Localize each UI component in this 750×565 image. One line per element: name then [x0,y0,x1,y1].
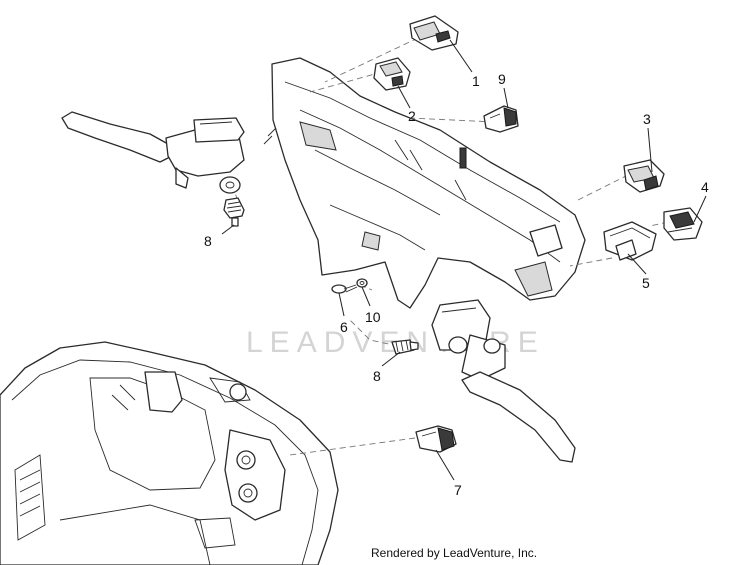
part-8-stoplight-switch-left [223,197,245,227]
callout-9: 9 [498,71,506,87]
handlebar-cover [263,57,586,309]
callout-3: 3 [643,111,651,127]
callout-10: 10 [365,309,381,325]
part-9-switch [483,105,519,133]
callout-5: 5 [642,275,650,291]
leader-lines [221,39,707,481]
part-1-switch [409,15,459,51]
part-10-washer [356,278,368,288]
right-master-cylinder-lever [431,299,576,463]
callout-labels: 1 2 3 4 5 6 7 8 8 9 10 [204,71,709,498]
callout-1: 1 [472,73,480,89]
rendered-by-credit: Rendered by LeadVenture, Inc. [371,546,538,560]
part-2-switch [373,57,411,91]
callout-6: 6 [340,319,348,335]
callout-4: 4 [701,179,709,195]
callout-7: 7 [454,482,462,498]
part-5-switch-housing [603,221,657,261]
part-4-switch [663,207,703,241]
part-8-stoplight-switch-right [391,339,419,355]
part-7-switch [415,425,457,453]
assembly-lines [234,37,669,456]
callout-2: 2 [408,108,416,124]
left-master-cylinder-lever [61,111,245,194]
part-3-switch [623,159,665,193]
callout-8-right: 8 [373,368,381,384]
callout-8-left: 8 [204,233,212,249]
part-6-screw [331,284,358,294]
lower-body-panel [0,341,339,565]
